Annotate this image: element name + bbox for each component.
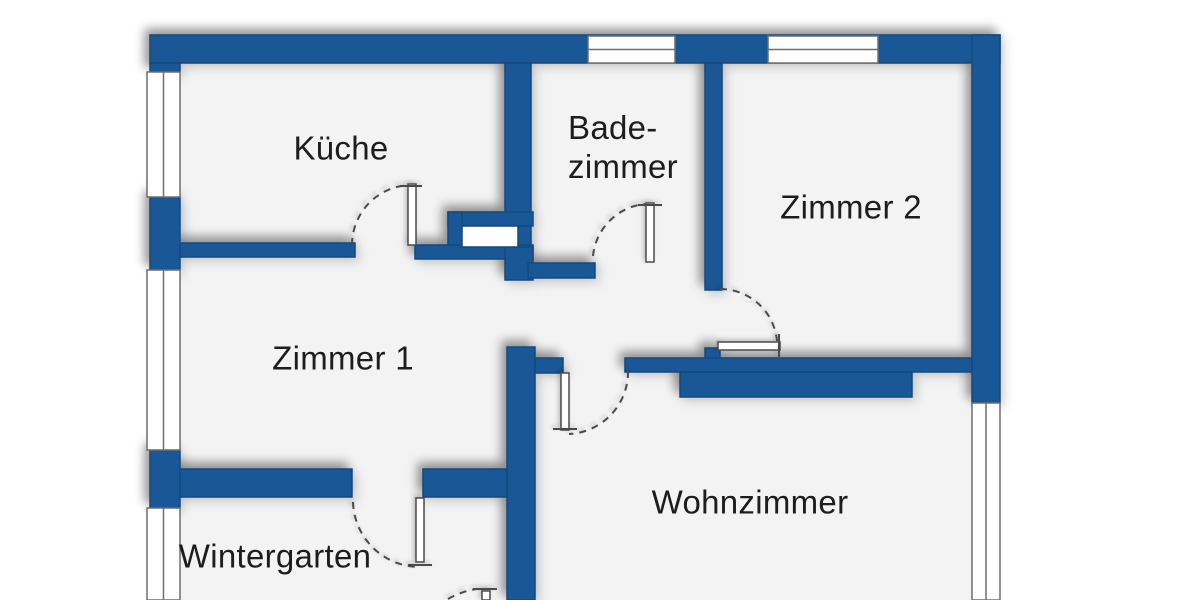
windows-group [146,35,1001,600]
flur-door-swing-arc [568,370,630,435]
wall-segment [149,196,181,271]
wall-segment [704,62,723,291]
badezimmer-door-swing-arc [592,203,646,257]
wall-segment [447,211,463,248]
wall-segment [179,468,353,498]
wall-segment [179,242,356,258]
wall-segment [149,62,181,73]
wintergarten-door-leaf [415,497,425,563]
bottom-edge-door-leaf [481,590,491,600]
wall-segment [506,346,536,600]
wall-segment [422,468,508,498]
wall-segment [534,357,564,374]
wall-segment [679,371,913,398]
badezimmer-door-leaf [645,202,655,263]
kueche-door-leaf [407,183,417,246]
doors-group [351,183,781,600]
shaft-opening [461,225,519,248]
floor-interior [180,63,972,600]
wall-segment [527,262,596,279]
wall-segment [971,34,1001,404]
wall-segment [624,357,973,373]
wall-segment [149,449,181,509]
zimmer2-door-leaf [717,341,781,351]
walls-group [149,34,1001,600]
zimmer2-door-swing-arc [719,287,778,342]
flur-door-leaf [560,372,570,431]
